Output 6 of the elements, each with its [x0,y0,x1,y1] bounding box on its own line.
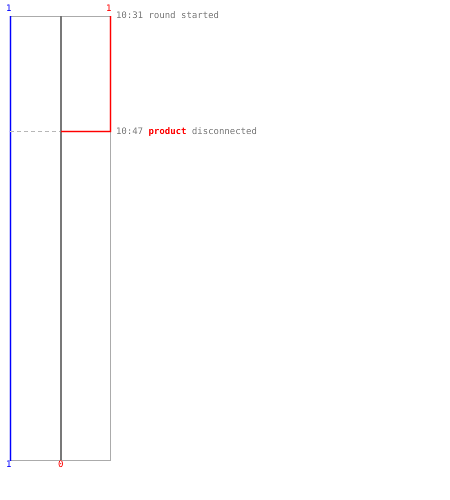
event-text: 10:47 product disconnected [116,127,257,137]
signal-value: 1 [6,4,12,14]
signal-value: 1 [106,4,112,14]
event-text: 10:31 round started [116,11,219,21]
signal-value: 1 [6,460,12,470]
signal-value: 0 [58,460,64,470]
